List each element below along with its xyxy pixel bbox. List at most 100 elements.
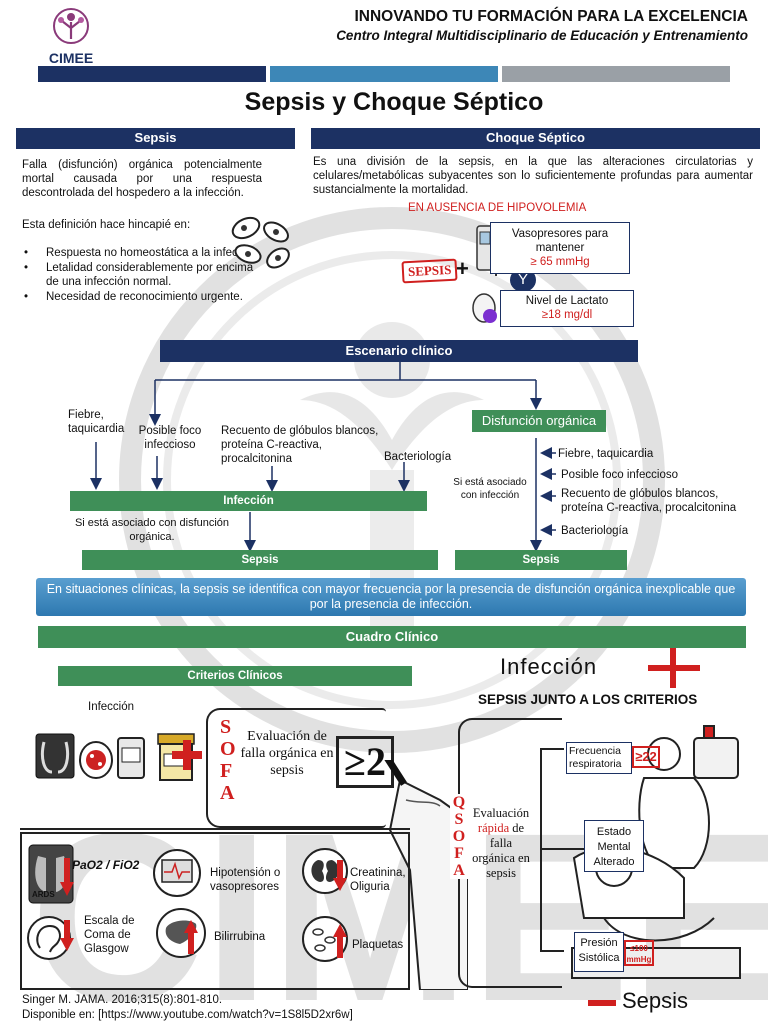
header-stripe-blue (270, 66, 498, 82)
if-infection-note: Si está asociado con infección (453, 477, 527, 501)
qsofa-letter-f: F (454, 845, 464, 862)
sofa-letter-f: F (220, 760, 233, 782)
lactate-box: Nivel de Lactato ≥18 mg/dl (500, 290, 634, 327)
qsofa-letter-s: S (454, 811, 464, 828)
right-criteria-title: SEPSIS JUNTO A LOS CRITERIOS (478, 692, 698, 707)
source-link[interactable]: Disponible en: [https://www.youtube.com/… (22, 1009, 353, 1021)
list-item: Letalidad considerablemente por encima d… (22, 261, 266, 289)
arrow-up-red-icon (184, 920, 198, 954)
sepsis-bullet-list: Respuesta no homeostática a la infección… (22, 246, 266, 305)
plus-sign: + (456, 256, 469, 281)
rapid-eval-pre: Evaluación (472, 806, 530, 820)
sofa-letter-o: O (220, 738, 236, 760)
qsofa-letter-a: A (453, 862, 465, 879)
platelets-label: Plaquetas (352, 939, 404, 951)
sofa-panel-frame (20, 832, 410, 990)
sepsis-result-label: Sepsis (622, 988, 689, 1013)
monitor-icon (153, 849, 201, 897)
header-title: INNOVANDO TU FORMACIÓN PARA LA EXCELENCI… (354, 8, 748, 25)
right-infection-label: Infección (500, 654, 598, 679)
page-title: Sepsis y Choque Séptico (244, 88, 544, 116)
arrow-down-red-icon (60, 858, 74, 898)
sepsis-result-minus-icon (588, 1000, 616, 1006)
scenario-labs: Recuento de glóbulos blancos, proteína C… (221, 425, 379, 465)
clinical-note-text: En situaciones clínicas, la sepsis se id… (46, 582, 736, 611)
right-item-labs: Recuento de glóbulos blancos, proteína C… (561, 488, 737, 514)
vasopressor-box: Vasopresores para mantener ≥ 65 mmHg (490, 222, 630, 274)
lactate-value: ≥18 mg/dl (541, 309, 593, 321)
creatinine-label: Creatinina, Oliguria (350, 867, 406, 893)
scenario-focus: Posible foco infeccioso (138, 425, 202, 451)
resp-rate-box: Frecuencia respiratoria (566, 742, 632, 774)
scenario-fever: Fiebre, taquicardia (68, 409, 125, 435)
vasopressor-line2: mantener (535, 242, 585, 254)
lactate-tube-icon (472, 293, 497, 323)
vasopressor-line1: Vasopresores para (511, 228, 609, 240)
plus-red-icon (172, 740, 202, 770)
infection-label-left: Infección (88, 701, 135, 713)
bacteria-icon (231, 216, 290, 269)
header-stripe-gray (502, 66, 730, 82)
infection-bar: Infección (70, 491, 427, 511)
sofa-letter-a: A (220, 782, 235, 804)
arrow-down-red-icon-2 (333, 860, 347, 894)
mental-state-label: Estado Mental Alterado (593, 826, 635, 868)
sepsis-bar-right: Sepsis (455, 550, 627, 570)
scenario-bacteriology: Bacteriología (384, 451, 452, 463)
clinical-note: En situaciones clínicas, la sepsis se id… (36, 578, 746, 616)
logo-text: CIMEE (48, 50, 94, 66)
qsofa-letter-o: O (452, 828, 466, 845)
sepsis-bar-left: Sepsis (82, 550, 438, 570)
resp-rate-value: ≥22 (632, 746, 660, 768)
arrow-up-red-icon-2 (333, 924, 347, 958)
pressure-value: ≤100 mmHg (624, 940, 654, 966)
pao2-label: PaO2 / FiO2 (72, 858, 140, 872)
right-item-fever: Fiebre, taquicardia (558, 448, 654, 460)
no-hypovolemia-label: EN AUSENCIA DE HIPOVOLEMIA (408, 202, 587, 214)
shock-definition: Es una división de la sepsis, en la que … (313, 156, 753, 196)
cimee-logo: CIMEE Innovando tu formación para la exc… (36, 6, 106, 75)
glasgow-label: Escala de Coma de Glasgow (84, 915, 135, 955)
sepsis-definition: Falla (disfunción) orgánica potencialmen… (22, 159, 262, 199)
rapid-eval-rapid: rápida (477, 821, 510, 835)
bilirubin-label: Bilirrubina (214, 931, 266, 943)
clinical-heading: Cuadro Clínico (38, 626, 746, 648)
list-item: Respuesta no homeostática a la infección… (22, 246, 266, 260)
sofa-letters: S O F A (220, 716, 240, 804)
pressure-label: Presión Sistólica (578, 937, 620, 964)
vasopressor-value: ≥ 65 mmHg (530, 256, 590, 268)
sofa-letter-s: S (220, 716, 232, 738)
shock-heading: Choque Séptico (311, 128, 760, 149)
if-organ-dysfunction-note: Si está asociado con disfunción orgánica… (74, 517, 230, 543)
logo-tree-icon (53, 8, 89, 44)
red-plus-icon-right (648, 648, 700, 688)
sofa-panel-connector (20, 828, 410, 832)
right-item-focus: Posible foco infeccioso (561, 469, 678, 481)
qsofa-branch-mid (540, 848, 584, 850)
organ-dysfunction-box: Disfunción orgánica (472, 410, 606, 432)
sepsis-emphasis-intro: Esta definición hace hincapié en: (22, 219, 191, 231)
resp-rate-label: Frecuencia respiratoria (569, 745, 622, 770)
rapid-eval-post: de falla orgánica en sepsis (472, 821, 530, 880)
scenario-heading: Escenario clínico (160, 340, 638, 362)
pressure-box: Presión Sistólica (574, 932, 624, 972)
qsofa-branch-lines (540, 748, 564, 952)
sepsis-heading: Sepsis (16, 128, 295, 149)
mental-state-box: Estado Mental Alterado (584, 820, 644, 872)
citation: Singer M. JAMA. 2016;315(8):801-810. (22, 994, 223, 1006)
ge2-badge: ≥2 (336, 736, 394, 788)
qsofa-letter-q: Q (452, 794, 466, 811)
sofa-bracket (206, 708, 386, 828)
sofa-evaluation-text: Evaluación de falla orgánica en sepsis (240, 729, 334, 778)
rapid-evaluation-text: Evaluación rápida de falla orgánica en s… (468, 806, 534, 881)
liver-icon (156, 908, 206, 958)
header-subtitle: Centro Integral Multidisciplinario de Ed… (336, 28, 748, 43)
lactate-label: Nivel de Lactato (525, 295, 609, 307)
hypotension-label: Hipotensión o vasopresores (210, 867, 281, 893)
right-item-bacteriology: Bacteriología (561, 525, 629, 537)
ards-label: ARDS (32, 890, 55, 899)
header-stripe-navy (38, 66, 266, 82)
criteria-heading: Criterios Clínicos (58, 666, 412, 686)
list-item: Necesidad de reconocimiento urgente. (22, 290, 266, 304)
